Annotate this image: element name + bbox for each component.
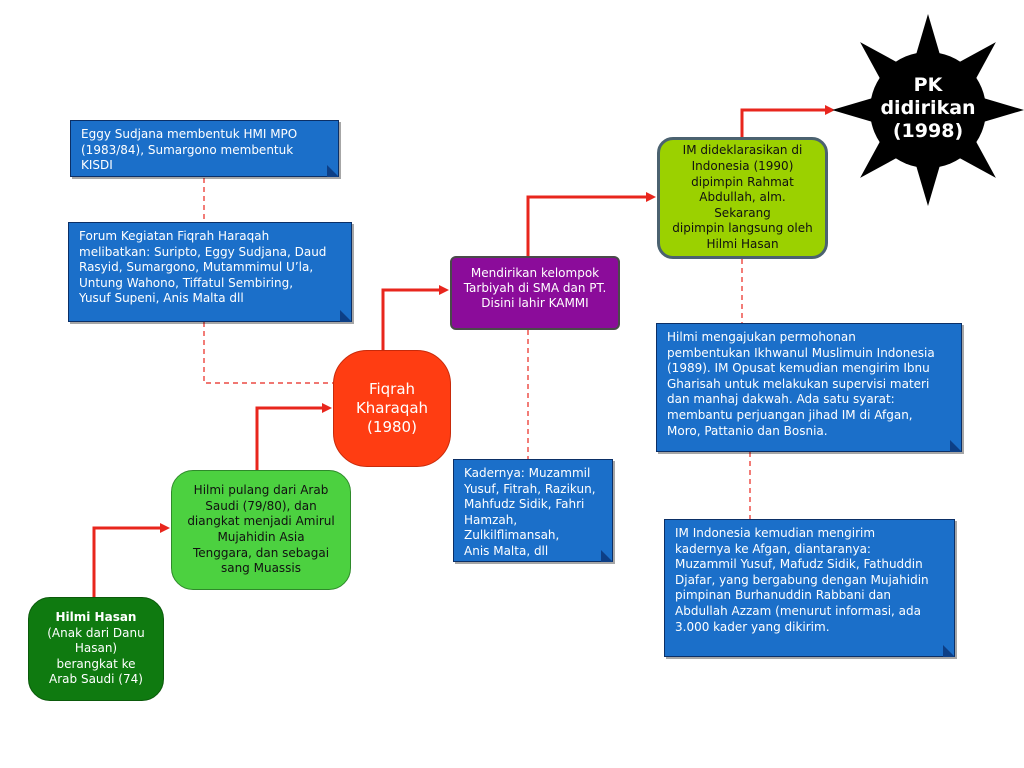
dashed-forum-to-fiqrah [203,322,333,384]
node-pk-line: didirikan [880,97,976,119]
node-im-line: dipimpin langsung oleh [672,221,813,236]
node-hilmi-hasan-line: Hasan) [74,641,118,656]
node-hilmi-pulang-line: Hilmi pulang dari Arab [193,483,329,498]
note-line: Gharisah untuk melakukan supervisi mater… [667,376,930,391]
node-fiqrah-line: Kharaqah [355,399,429,417]
node-fiqrah-kharaqah: Fiqrah Kharaqah (1980) [333,350,451,467]
note-line: dan manhaj dakwah. Ada satu syarat: [667,392,895,407]
note-line: pembentukan Ikhwanul Muslimuin Indonesia [667,345,935,360]
arrow-tarbiyah-to-im [526,192,656,256]
note-line: (1983/84), Sumargono membentuk [81,142,294,157]
note-forum-kegiatan: Forum Kegiatan Fiqrah Haraqah melibatkan… [68,222,352,322]
node-tarbiyah-line: Disini lahir KAMMI [481,296,589,310]
node-pk-line: (1998) [892,120,964,142]
note-line: kadernya ke Afgan, diantaranya: [675,541,871,556]
node-im-line: dipimpin Rahmat [691,174,794,189]
note-permohonan: Hilmi mengajukan permohonan pembentukan … [656,323,962,452]
sun-ray [914,160,942,206]
note-line: Kadernya: Muzammil [464,466,591,480]
note-line: Untung Wahono, Tiffatul Sembiring, [79,275,294,290]
arrow-hilmi-to-pulang [92,523,170,597]
note-line: Hilmi mengajukan permohonan [667,330,856,344]
note-eggy-sudjana: Eggy Sudjana membentuk HMI MPO (1983/84)… [70,120,339,177]
node-hilmi-hasan-line: Arab Saudi (74) [49,672,143,687]
node-hilmi-hasan: Hilmi Hasan (Anak dari Danu Hasan) beran… [28,597,164,701]
note-line: Anis Malta, dll [464,543,549,558]
note-line: IM Indonesia kemudian mengirim [675,526,876,540]
node-pk-line: PK [913,74,943,96]
note-line: Rasyid, Sumargono, Mutammimul U’la, [79,260,314,275]
note-line: Forum Kegiatan Fiqrah Haraqah [79,229,270,243]
sun-ray [914,14,942,60]
note-kirim-afgan: IM Indonesia kemudian mengirim kadernya … [664,519,955,657]
node-tarbiyah-line: Tarbiyah di SMA dan PT. [463,281,607,295]
note-line: Abdullah Azzam (menurut informasi, ada [675,603,921,618]
sun-ray [978,96,1024,124]
node-im-deklarasi: IM dideklarasikan di Indonesia (1990) di… [657,137,828,259]
sun-icon [832,14,1024,206]
node-hilmi-pulang: Hilmi pulang dari Arab Saudi (79/80), da… [171,470,351,590]
node-tarbiyah-line: Mendirikan kelompok [470,266,600,280]
arrow-im-to-pk [740,105,835,137]
note-line: membantu perjuangan jihad IM di Afgan, [667,407,913,422]
node-hilmi-pulang-line: Tenggara, dan sebagai [192,545,330,560]
note-line: Mahfudz Sidik, Fahri [464,497,585,512]
note-line: (1989). IM Opusat kemudian mengirim Ibnu [667,361,930,376]
node-hilmi-hasan-line: (Anak dari Danu [47,625,145,640]
dashed-connectors [203,178,751,519]
note-line: Djafar, yang bergabung dengan Mujahidin [675,572,929,587]
node-hilmi-pulang-line: sang Muassis [220,561,302,576]
node-tarbiyah: Mendirikan kelompok Tarbiyah di SMA dan … [450,256,620,330]
node-fiqrah-line: Fiqrah [368,380,416,398]
node-hilmi-pulang-line: diangkat menjadi Amirul [187,514,335,529]
note-line: Yusuf Supeni, Anis Malta dll [79,291,244,306]
note-line: pimpinan Burhanuddin Rabbani dan [675,588,892,603]
note-line: KISDI [81,158,113,173]
node-hilmi-hasan-line: berangkat ke [56,656,136,671]
node-im-line: Abdullah, alm. Sekarang [699,190,786,220]
node-hilmi-hasan-name: Hilmi Hasan [55,610,137,625]
node-im-line: IM dideklarasikan di [682,143,803,158]
node-fiqrah-line: (1980) [367,418,417,436]
note-line: Hamzah, Zulkilflimansah, [464,512,560,543]
note-line: melibatkan: Suripto, Eggy Sudjana, Daud [79,244,327,259]
sun-ray [832,96,878,124]
note-line: Muzammil Yusuf, Mafudz Sidik, Fathuddin [675,557,923,572]
flow-arrows [92,105,835,597]
node-im-line: Hilmi Hasan [706,236,779,251]
node-hilmi-pulang-line: Mujahidin Asia [217,530,305,544]
note-line: Eggy Sudjana membentuk HMI MPO [81,127,298,141]
note-line: Yusuf, Fitrah, Razikun, [464,481,596,496]
note-line: 3.000 kader yang dikirim. [675,619,830,634]
arrow-pulang-to-fiqrah [255,403,332,470]
note-kadernya: Kadernya: Muzammil Yusuf, Fitrah, Raziku… [453,459,613,562]
arrow-fiqrah-to-tarbiyah [381,285,449,350]
note-line: Moro, Pattanio dan Bosnia. [667,423,828,438]
node-pk-didirikan: PK didirikan (1998) [874,74,982,143]
node-im-line: Indonesia (1990) [691,159,794,174]
node-hilmi-pulang-line: Saudi (79/80), dan [205,498,317,513]
